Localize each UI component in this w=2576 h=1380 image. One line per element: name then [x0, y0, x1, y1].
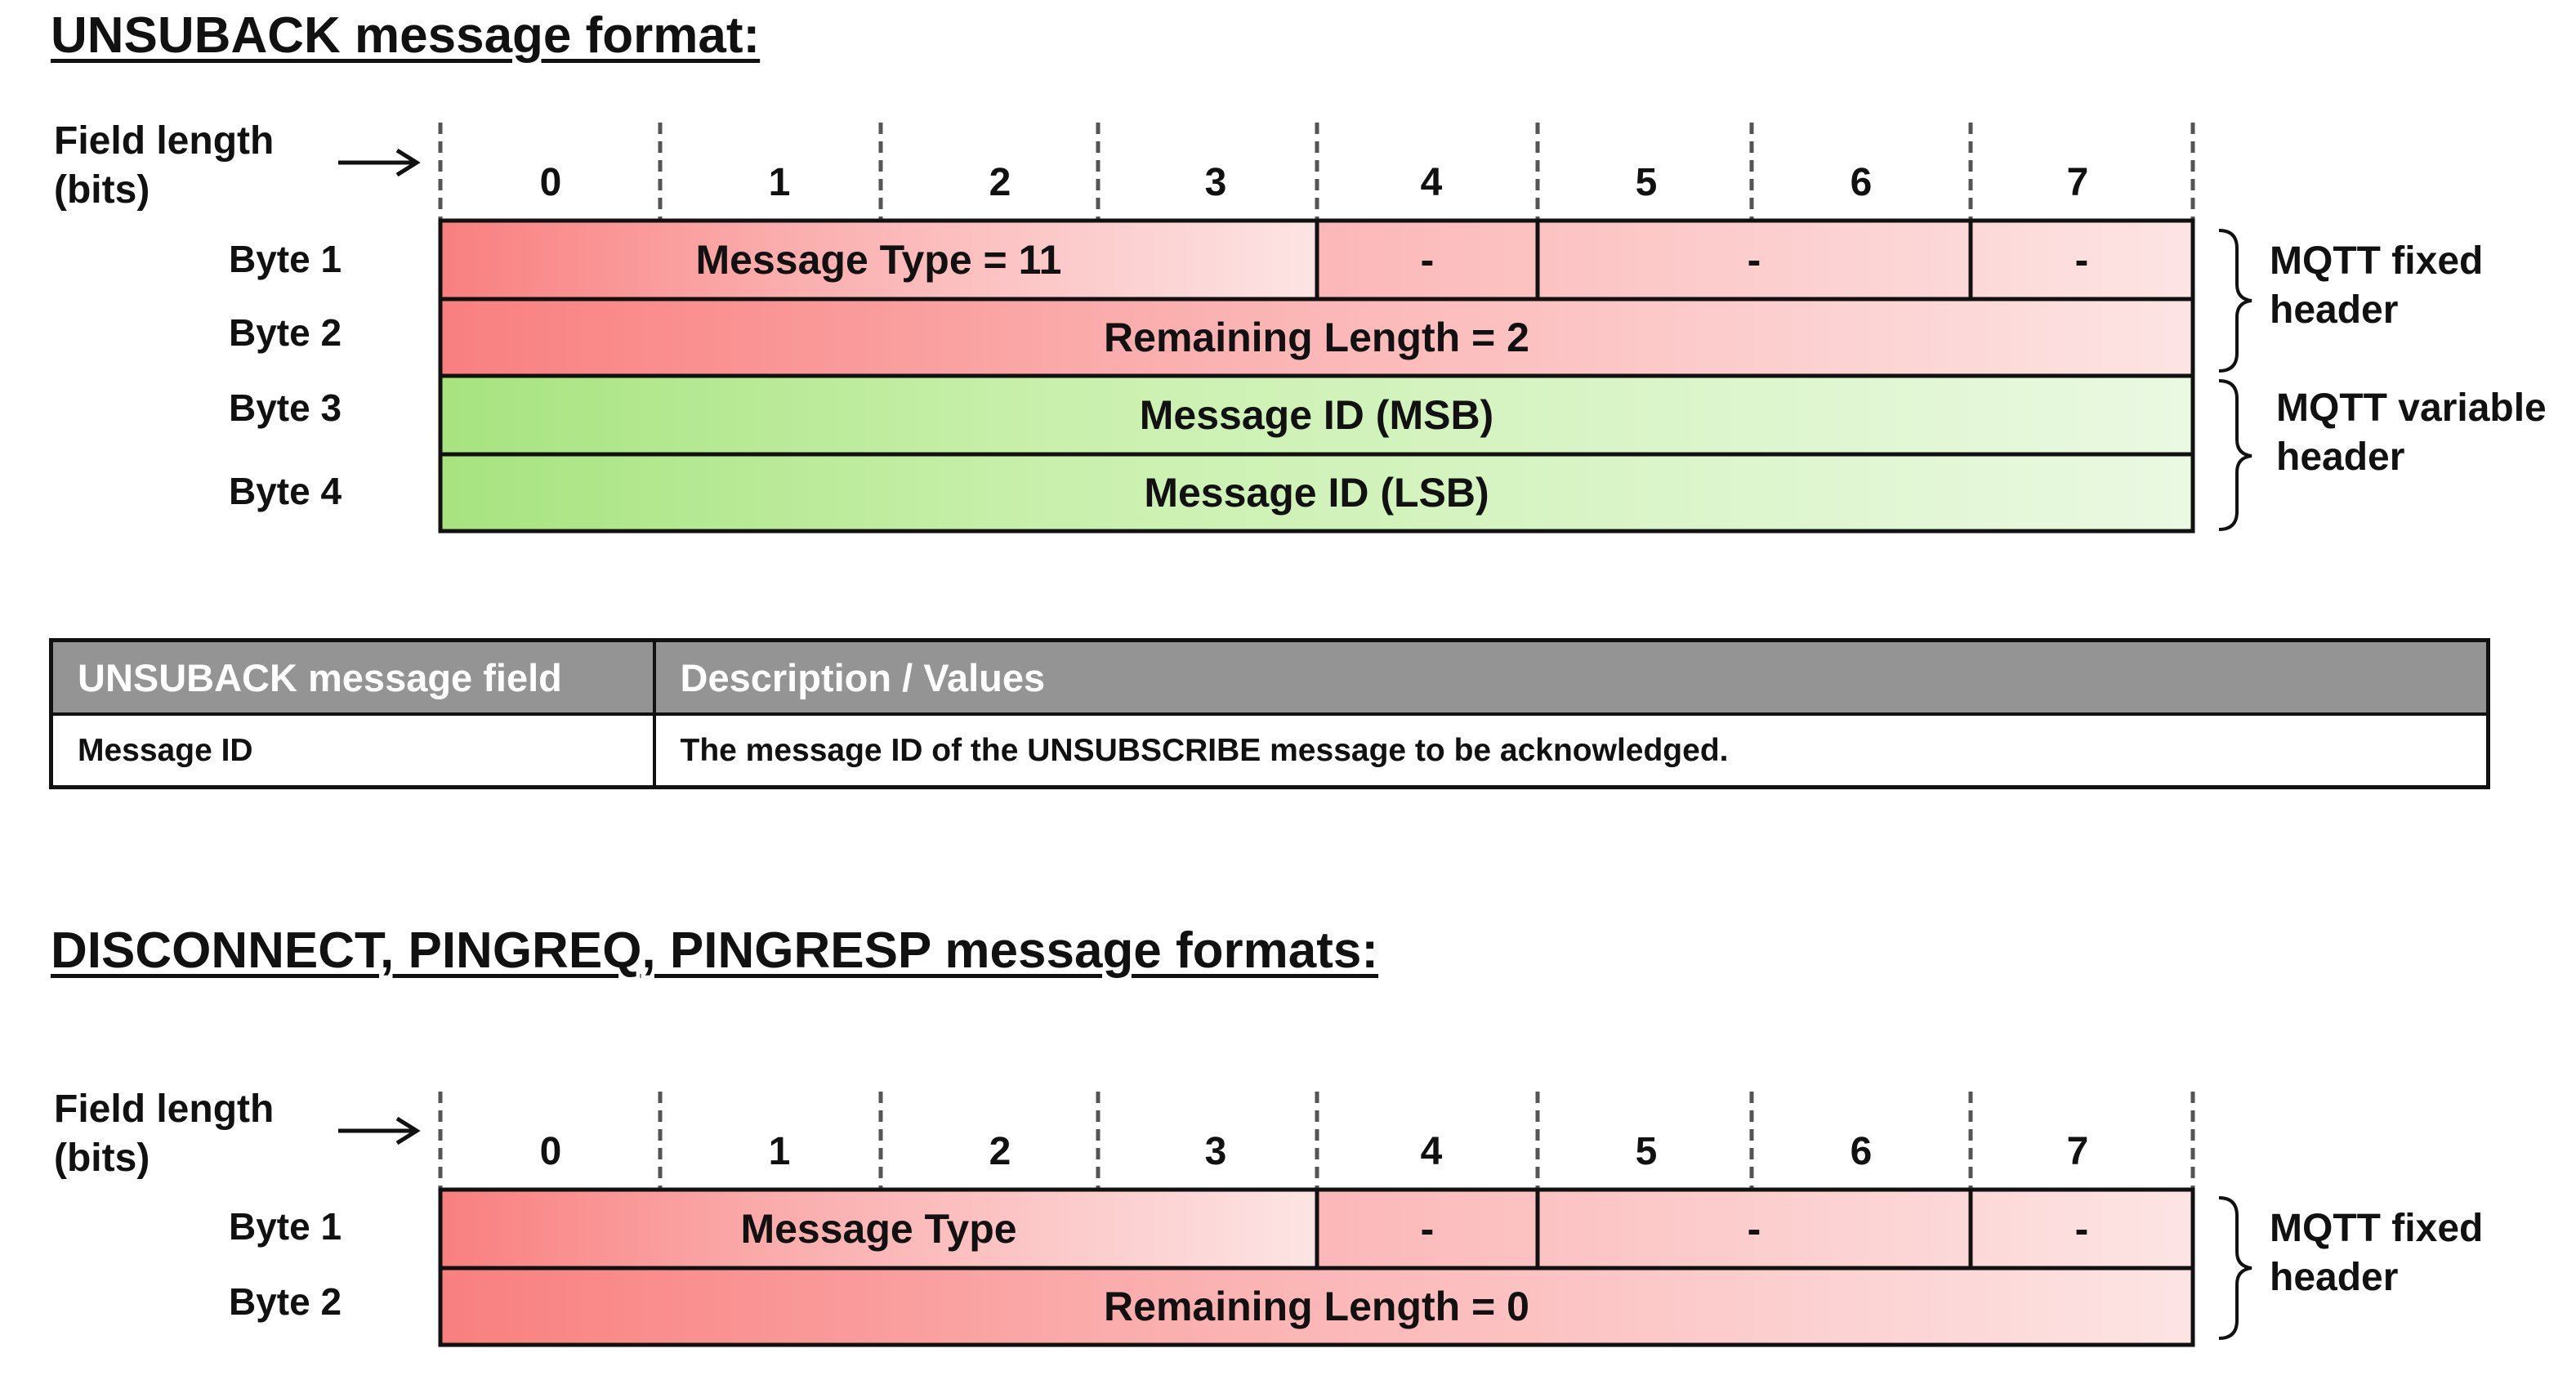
fixed-header-line-2: header [2270, 1256, 2399, 1299]
bit-number-6: 6 [1850, 161, 1873, 204]
byte-1-label: Byte 1 [229, 238, 342, 280]
bit-number-3: 3 [1204, 161, 1227, 204]
disconnect-title: DISCONNECT, PINGREQ, PINGRESP message fo… [51, 922, 1379, 979]
column-header-field: UNSUBACK message field [51, 640, 656, 716]
variable-header-brace [2218, 379, 2252, 531]
byte-3-label: Byte 3 [229, 386, 342, 429]
field-length-line-1: Field length [54, 119, 275, 163]
bit-number-1: 1 [768, 1130, 791, 1173]
field-reserved-bits-5-6: - [1538, 1190, 1971, 1268]
table-header-row: UNSUBACK message field Description / Val… [51, 640, 2489, 716]
table-cell-description: The message ID of the UNSUBSCRIBE messag… [680, 732, 1729, 768]
fixed-header-line-1: MQTT fixed [2270, 1207, 2484, 1250]
field-remaining-length: Remaining Length = 2 [440, 299, 2193, 376]
field-length-line-1: Field length [54, 1087, 275, 1131]
byte-2-label: Byte 2 [229, 1280, 342, 1323]
field-length-line-2: (bits) [54, 168, 150, 212]
bit-number-0: 0 [539, 1130, 562, 1173]
bit-number-6: 6 [1850, 1130, 1873, 1173]
fixed-header-line-1: MQTT fixed [2270, 239, 2484, 283]
bit-number-0: 0 [539, 161, 562, 204]
variable-header-label: MQTT variable header [2276, 384, 2547, 482]
bit-number-7: 7 [2066, 161, 2089, 204]
bit-number-2: 2 [989, 161, 1011, 204]
bit-number-2: 2 [989, 1130, 1011, 1173]
variable-header-line-1: MQTT variable [2276, 386, 2547, 430]
bit-number-4: 4 [1420, 161, 1443, 204]
byte-4-label: Byte 4 [229, 470, 342, 512]
field-reserved-bit-7: - [1971, 1190, 2193, 1268]
bit-number-5: 5 [1635, 161, 1658, 204]
field-message-type: Message Type [440, 1190, 1317, 1268]
byte-2-label: Byte 2 [229, 311, 342, 354]
bit-number-1: 1 [768, 161, 791, 204]
field-message-id-msb: Message ID (MSB) [440, 376, 2193, 454]
byte-1-label: Byte 1 [229, 1205, 342, 1248]
fixed-header-label: MQTT fixed header [2270, 237, 2483, 335]
bit-number-7: 7 [2066, 1130, 2089, 1173]
field-reserved-bit-4: - [1317, 221, 1538, 299]
fixed-header-line-2: header [2270, 288, 2399, 332]
fixed-header-brace [2218, 229, 2252, 373]
table-cell-field: Message ID [51, 714, 656, 788]
unsuback-title: UNSUBACK message format: [51, 7, 761, 64]
field-length-arrow [338, 148, 421, 177]
field-length-line-2: (bits) [54, 1137, 150, 1180]
column-header-description: Description / Values [654, 640, 2489, 716]
bit-number-5: 5 [1635, 1130, 1658, 1173]
field-remaining-length: Remaining Length = 0 [440, 1268, 2193, 1345]
field-reserved-bit-7: - [1971, 221, 2193, 299]
variable-header-line-2: header [2276, 435, 2405, 479]
bit-number-3: 3 [1204, 1130, 1227, 1173]
fixed-header-label-2: MQTT fixed header [2270, 1204, 2483, 1302]
field-message-id-lsb: Message ID (LSB) [440, 454, 2193, 531]
fixed-header-brace-2 [2218, 1196, 2252, 1340]
field-reserved-bit-4: - [1317, 1190, 1538, 1268]
field-length-arrow-2 [338, 1116, 421, 1146]
field-length-label: Field length (bits) [54, 117, 274, 215]
field-reserved-bits-5-6: - [1538, 221, 1971, 299]
table-row: Message ID The message ID of the UNSUBSC… [51, 714, 2489, 788]
field-message-type: Message Type = 11 [440, 221, 1317, 299]
field-length-label-2: Field length (bits) [54, 1085, 274, 1183]
bit-number-4: 4 [1420, 1130, 1443, 1173]
unsuback-field-table: UNSUBACK message field Description / Val… [49, 638, 2490, 789]
